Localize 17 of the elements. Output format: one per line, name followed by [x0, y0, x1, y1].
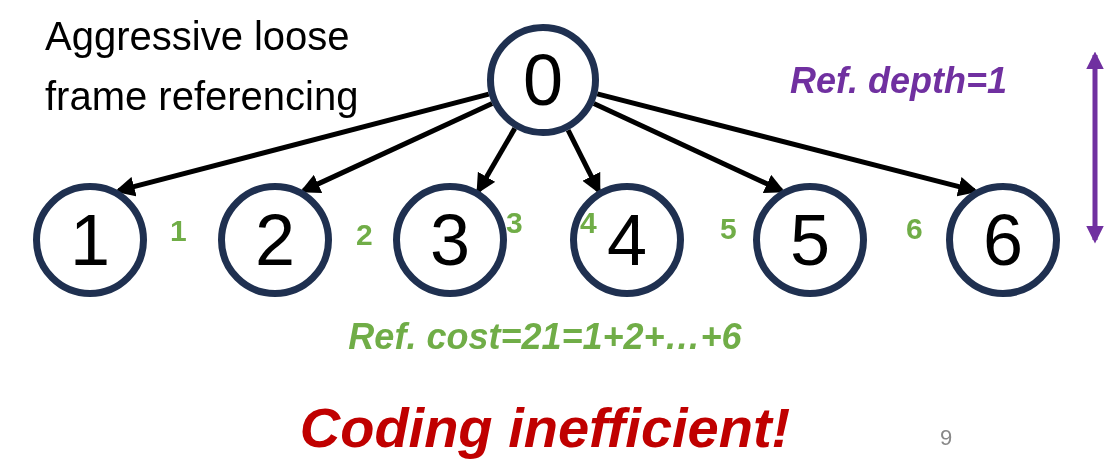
depth-label: Ref. depth=1 — [790, 60, 1008, 102]
caption-text: Aggressive loose frame referencing — [45, 13, 360, 120]
circle-node: 0 — [487, 24, 599, 136]
cost-formula: Ref. cost=21=1+2+…+6 — [348, 316, 742, 358]
cost-number: 6 — [906, 212, 923, 246]
circle-node: 3 — [393, 183, 507, 297]
cost-number: 2 — [356, 218, 373, 252]
cost-number: 3 — [506, 206, 523, 240]
cost-number: 1 — [170, 214, 187, 248]
cost-number: 5 — [720, 212, 737, 246]
cost-number: 4 — [580, 206, 597, 240]
page-number: 9 — [940, 425, 953, 451]
conclusion-text: Coding inefficient! — [299, 395, 791, 460]
circle-node: 2 — [218, 183, 332, 297]
circle-node: 1 — [33, 183, 147, 297]
circle-node: 5 — [753, 183, 867, 297]
circle-node: 6 — [946, 183, 1060, 297]
